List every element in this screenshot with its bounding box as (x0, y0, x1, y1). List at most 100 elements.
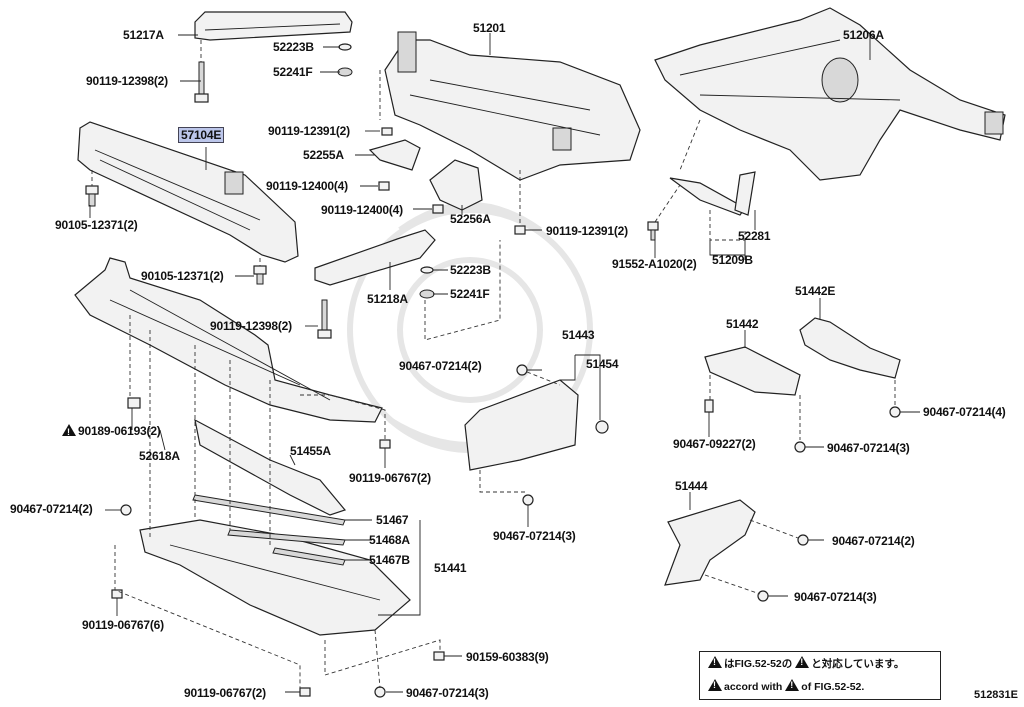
label-51206A[interactable]: 51206A (843, 28, 884, 42)
label-51443[interactable]: 51443 (562, 328, 595, 342)
clip-90467-07214-bot[interactable] (374, 686, 386, 698)
cushion-52241F-top[interactable] (337, 67, 353, 77)
part-51209B-plate[interactable] (734, 171, 756, 216)
label-90467-07214-r3[interactable]: 90467-07214(2) (832, 534, 915, 548)
label-52618A[interactable]: 52618A (139, 449, 180, 463)
label-57104E-highlighted[interactable]: 57104E (178, 127, 225, 143)
label-51444[interactable]: 51444 (675, 479, 708, 493)
label-90119-12391-a[interactable]: 90119-12391(2) (268, 124, 350, 138)
label-90105-12371-b[interactable]: 90105-12371(2) (141, 269, 224, 283)
label-52281[interactable]: 52281 (738, 229, 771, 243)
part-51467B-strip[interactable] (272, 547, 346, 566)
figure-code: 512831E (973, 689, 1018, 701)
label-51209B[interactable]: 51209B (712, 253, 753, 267)
clip-90467-07214-r1[interactable] (889, 406, 901, 418)
part-57104E-crossmember[interactable] (77, 121, 299, 263)
part-52255A-bracket[interactable] (368, 139, 421, 171)
part-51443-splash-shield[interactable] (464, 379, 579, 471)
label-51442E[interactable]: 51442E (795, 284, 836, 298)
part-52281-plate[interactable] (669, 177, 746, 216)
warning-triangle-icon (708, 656, 722, 668)
part-51467-strip[interactable] (192, 494, 346, 526)
label-51454[interactable]: 51454 (586, 357, 619, 371)
bolt-90119-06767-b[interactable] (111, 589, 123, 599)
clip-90467-09227[interactable] (704, 399, 714, 413)
part-51217A-bracket[interactable] (194, 11, 353, 41)
bolt-90119-12400-a[interactable] (378, 181, 390, 191)
clip-90467-07214-c2[interactable] (522, 494, 534, 506)
clip-90467-07214-r3[interactable] (797, 534, 809, 546)
label-51467[interactable]: 51467 (376, 513, 409, 527)
bolt-90119-06767-c[interactable] (299, 687, 311, 697)
label-90119-12400-b[interactable]: 90119-12400(4) (321, 203, 403, 217)
label-91552-A1020[interactable]: 91552-A1020(2) (612, 257, 697, 271)
part-51454-plug[interactable] (595, 420, 609, 434)
label-51455A[interactable]: 51455A (290, 444, 331, 458)
part-51468A-strip[interactable] (227, 529, 346, 546)
label-90467-07214-bot[interactable]: 90467-07214(3) (406, 686, 489, 700)
bolt-90119-12398-mid[interactable] (317, 299, 332, 339)
label-90119-12398-mid[interactable]: 90119-12398(2) (210, 319, 292, 333)
bolt-90119-12391-a[interactable] (381, 127, 393, 136)
part-51218A-bracket[interactable] (314, 229, 436, 286)
note-line-japanese: はFIG.52-52の と対応しています。 (708, 656, 904, 671)
spacer-52223B-mid[interactable] (420, 266, 434, 274)
label-90105-12371-a[interactable]: 90105-12371(2) (55, 218, 138, 232)
bolt-90119-06767-a[interactable] (379, 439, 391, 449)
bolt-90159-60383[interactable] (433, 651, 445, 661)
clip-90467-07214-c1[interactable] (516, 364, 528, 376)
label-51467B[interactable]: 51467B (369, 553, 410, 567)
bolt-90119-12400-b[interactable] (432, 204, 444, 214)
label-90159-60383[interactable]: 90159-60383(9) (466, 650, 549, 664)
label-90119-06767-a[interactable]: 90119-06767(2) (349, 471, 431, 485)
warning-triangle-icon (785, 679, 800, 691)
label-52255A[interactable]: 52255A (303, 148, 344, 162)
label-90467-07214-r1[interactable]: 90467-07214(4) (923, 405, 1006, 419)
cushion-52241F-mid[interactable] (419, 289, 435, 299)
bolt-90119-12398-top[interactable] (194, 61, 209, 103)
label-90467-07214-r2[interactable]: 90467-07214(3) (827, 441, 910, 455)
bolt-90119-12391-b[interactable] (514, 225, 526, 235)
note-line-english: accord with of FIG.52-52. (708, 679, 864, 693)
part-51206A-rear-subframe[interactable] (654, 7, 1006, 181)
clip-90467-07214-r4[interactable] (757, 590, 769, 602)
bolt-90105-12371-b[interactable] (253, 265, 267, 285)
part-51444-cover[interactable] (664, 499, 756, 586)
label-90467-07214-c1[interactable]: 90467-07214(2) (399, 359, 482, 373)
label-90119-06767-c[interactable]: 90119-06767(2) (184, 686, 266, 700)
label-90189-06193[interactable]: 90189-06193(2) (62, 424, 161, 439)
part-51201-subframe[interactable] (384, 31, 641, 181)
label-52241F-mid[interactable]: 52241F (450, 287, 490, 301)
part-51442-cover[interactable] (704, 346, 801, 396)
reference-note-box: はFIG.52-52の と対応しています。 accord with of FIG… (699, 651, 941, 700)
label-90467-07214-c2[interactable]: 90467-07214(3) (493, 529, 576, 543)
part-52618A-bumper-shield[interactable] (74, 257, 383, 423)
label-51217A[interactable]: 51217A (123, 28, 164, 42)
label-51468A[interactable]: 51468A (369, 533, 410, 547)
label-90467-09227[interactable]: 90467-09227(2) (673, 437, 756, 451)
label-52256A[interactable]: 52256A (450, 212, 491, 226)
warning-triangle-icon (62, 424, 76, 439)
clip-90467-07214-r2[interactable] (794, 441, 806, 453)
clip-90467-07214-l[interactable] (120, 504, 132, 516)
part-52256A-bracket[interactable] (429, 159, 483, 211)
label-52223B-top[interactable]: 52223B (273, 40, 314, 54)
label-90119-12391-b[interactable]: 90119-12391(2) (546, 224, 628, 238)
label-90119-06767-b[interactable]: 90119-06767(6) (82, 618, 164, 632)
bolt-90189-06193[interactable] (127, 397, 141, 409)
label-51441[interactable]: 51441 (434, 561, 467, 575)
label-52241F-top[interactable]: 52241F (273, 65, 313, 79)
label-51201[interactable]: 51201 (473, 21, 506, 35)
part-51442E-cover[interactable] (799, 317, 901, 379)
label-90467-07214-l[interactable]: 90467-07214(2) (10, 502, 93, 516)
label-51442[interactable]: 51442 (726, 317, 759, 331)
label-52223B-mid[interactable]: 52223B (450, 263, 491, 277)
bolt-90105-12371-a[interactable] (85, 185, 99, 207)
spacer-52223B-top[interactable] (338, 43, 352, 51)
label-90119-12398-top[interactable]: 90119-12398(2) (86, 74, 168, 88)
label-90467-07214-r4[interactable]: 90467-07214(3) (794, 590, 877, 604)
label-51218A[interactable]: 51218A (367, 292, 408, 306)
bolt-91552-A1020[interactable] (647, 221, 659, 241)
label-90119-12400-a[interactable]: 90119-12400(4) (266, 179, 348, 193)
